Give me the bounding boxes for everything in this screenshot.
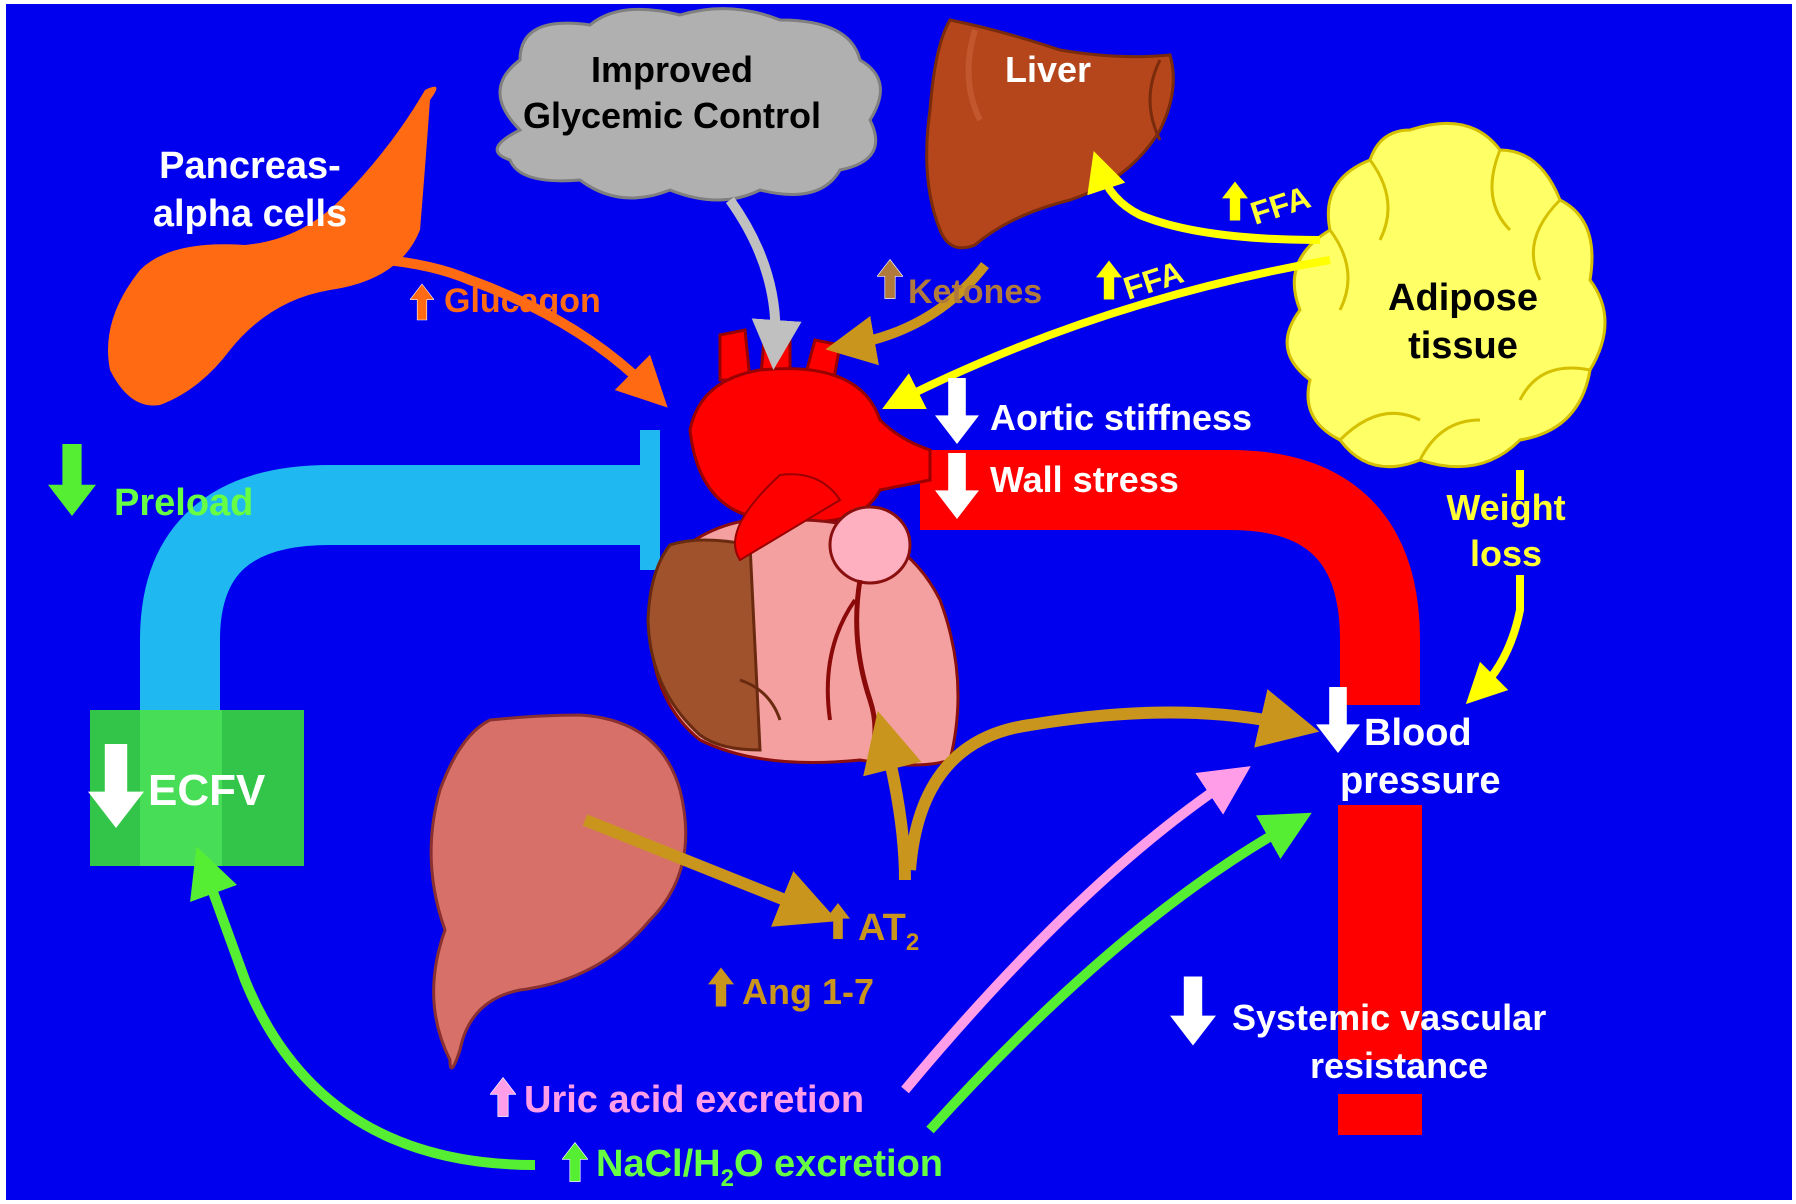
svr-label-line2: resistance — [1310, 1045, 1488, 1086]
pancreas-label-line2: alpha cells — [153, 193, 347, 235]
weight-loss-label-line2: loss — [1470, 533, 1542, 574]
bp-label-line1: Blood — [1364, 712, 1472, 754]
adipose-label-line2: tissue — [1408, 325, 1518, 367]
glycemic-label-line1: Improved — [591, 49, 753, 90]
uric-acid-label: Uric acid excretion — [524, 1079, 864, 1121]
weight-loss-label-line1: Weight — [1446, 487, 1565, 528]
glycemic-label-line2: Glycemic Control — [523, 95, 821, 136]
pancreas-label-line1: Pancreas- — [159, 145, 341, 187]
ang17-label: Ang 1-7 — [742, 971, 874, 1012]
vena-cava — [640, 430, 660, 570]
adipose-label-line1: Adipose — [1388, 277, 1538, 319]
wall-stress-label: Wall stress — [990, 459, 1179, 500]
aortic-stiffness-label: Aortic stiffness — [990, 397, 1252, 438]
nacl-label: NaCl/H2O excretion — [596, 1143, 943, 1192]
ecfv-label: ECFV — [148, 766, 266, 815]
ketones-label: Ketones — [908, 273, 1042, 311]
svr-label-line1: Systemic vascular — [1232, 997, 1546, 1038]
liver-label: Liver — [1005, 49, 1091, 90]
bp-label-line2: pressure — [1340, 760, 1501, 802]
preload-label: Preload — [114, 482, 253, 524]
glucagon-label: Glucagon — [444, 282, 601, 320]
